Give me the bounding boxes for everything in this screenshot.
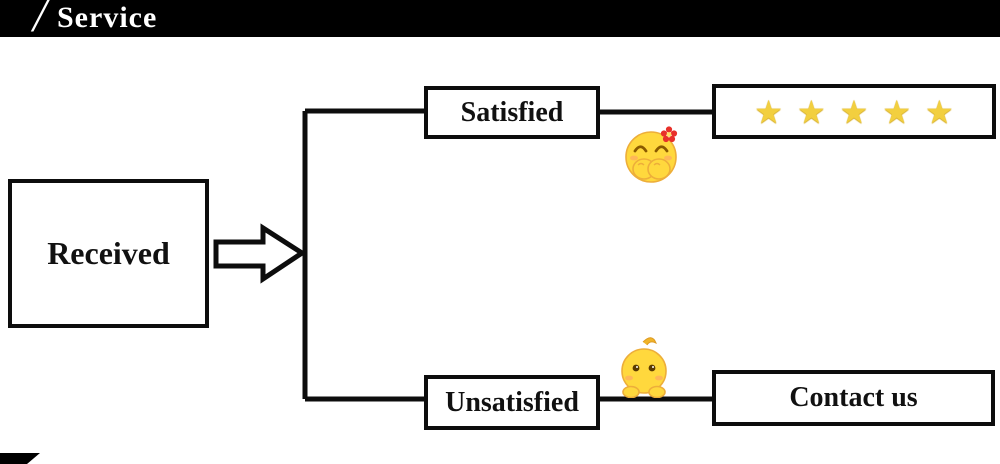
emoji-right-hand [648, 385, 666, 398]
emoji-left-eye [633, 145, 648, 153]
five-stars-icon: ★★★★★ [754, 92, 968, 131]
node-contact-us-label: Contact us [789, 382, 918, 413]
emoji-right-eye-glint [652, 366, 654, 368]
emoji-right-eye [648, 364, 656, 372]
bottom-left-banner-wedge [0, 453, 40, 464]
peeking-face-emoji [621, 337, 667, 398]
node-received: Received [8, 179, 209, 328]
node-unsatisfied-label: Unsatisfied [445, 386, 579, 418]
flower-icon [660, 126, 678, 143]
section-title: Service [57, 1, 158, 34]
section-header: / Service [0, 0, 1000, 42]
emoji-face [621, 348, 667, 394]
branch-lines [302, 108, 424, 402]
right-block-arrow-icon [213, 223, 307, 284]
node-rating: ★★★★★ [712, 84, 996, 139]
emoji-right-blush [655, 375, 663, 381]
node-received-label: Received [47, 235, 170, 271]
giggling-face-emoji [625, 126, 678, 183]
emoji-left-eye [632, 364, 640, 372]
node-unsatisfied: Unsatisfied [424, 375, 600, 430]
emoji-left-blush [630, 155, 638, 161]
node-satisfied: Satisfied [424, 86, 600, 139]
emoji-left-blush [625, 375, 633, 381]
emoji-right-eye [654, 145, 669, 153]
banner-slash: / [33, 0, 47, 42]
node-satisfied-label: Satisfied [460, 96, 564, 128]
node-contact-us: Contact us [712, 370, 995, 426]
emoji-left-eye-glint [636, 366, 638, 368]
emoji-fingers [637, 162, 661, 166]
emoji-right-hand [647, 158, 671, 180]
emoji-hair-curl [642, 337, 657, 346]
emoji-left-hand [622, 385, 640, 398]
emoji-right-blush [664, 155, 672, 161]
